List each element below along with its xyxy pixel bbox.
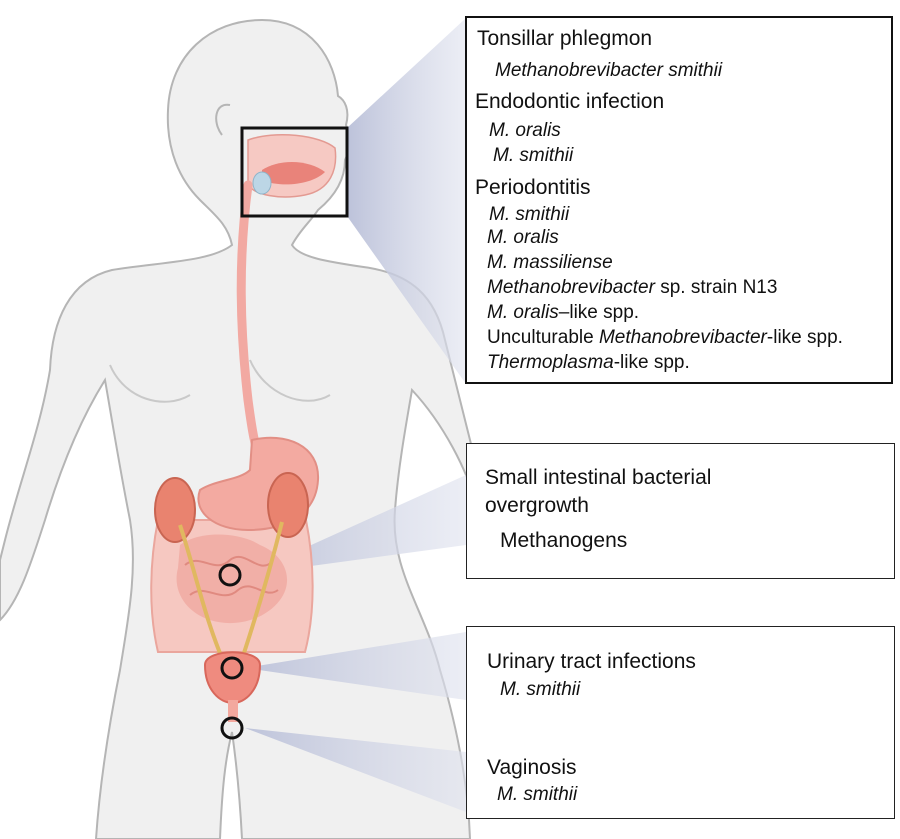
periodontitis-organism: M. oralis–like spp. bbox=[487, 302, 640, 323]
ureter-right bbox=[238, 521, 284, 666]
endodontic-organism: M. oralis bbox=[489, 120, 561, 141]
endodontic-organism: M. smithii bbox=[493, 145, 574, 166]
endodontic-heading: Endodontic infection bbox=[475, 90, 665, 113]
periodontitis-organism: M. massiliense bbox=[487, 252, 613, 273]
ureter-left bbox=[178, 524, 227, 666]
periodontitis-organism: M. smithii bbox=[489, 204, 570, 225]
callout-wedge bbox=[347, 18, 466, 384]
body-silhouette bbox=[0, 18, 481, 839]
tonsillar-heading: Tonsillar phlegmon bbox=[477, 27, 653, 50]
periodontitis-organism: Methanobrevibacter sp. strain N13 bbox=[487, 277, 778, 298]
callout-wedge bbox=[245, 632, 466, 700]
periodontitis-organism: Thermoplasma-like spp. bbox=[487, 352, 690, 373]
vaginosis-organism: M. smithii bbox=[497, 784, 578, 805]
tonsillar-organism: Methanobrevibacter smithii bbox=[495, 60, 723, 81]
right-kidney bbox=[267, 472, 309, 538]
pharynx bbox=[252, 171, 272, 195]
periodontitis-heading: Periodontitis bbox=[475, 176, 591, 199]
vaginosis-heading: Vaginosis bbox=[487, 756, 577, 779]
sibo-heading: Small intestinal bacterial bbox=[485, 466, 712, 489]
oral-infections-panel: Tonsillar phlegmon Methanobrevibacter sm… bbox=[465, 16, 893, 384]
urethra bbox=[228, 700, 238, 722]
periodontitis-organism: M. oralis bbox=[487, 227, 559, 248]
chest-contour bbox=[249, 359, 331, 402]
sibo-heading: overgrowth bbox=[485, 494, 589, 517]
oral-highlight-box bbox=[240, 126, 349, 218]
intestine-loops bbox=[184, 555, 279, 597]
small-intestine-marker bbox=[218, 563, 242, 587]
sibo-panel: Small intestinal bacterial overgrowth Me… bbox=[466, 443, 895, 579]
periodontitis-organism: Unculturable Methanobrevibacter-like spp… bbox=[487, 327, 843, 348]
uti-heading: Urinary tract infections bbox=[487, 650, 696, 673]
bladder-marker bbox=[220, 656, 244, 680]
urogenital-panel: Urinary tract infections M. smithii Vagi… bbox=[466, 626, 895, 819]
tongue bbox=[262, 161, 325, 185]
chest-contour bbox=[109, 364, 191, 403]
ear-outline bbox=[215, 103, 231, 136]
left-kidney bbox=[154, 477, 196, 543]
vaginal-marker bbox=[220, 716, 244, 740]
sibo-organism: Methanogens bbox=[500, 529, 628, 552]
callout-wedge bbox=[245, 728, 466, 812]
uti-organism: M. smithii bbox=[500, 679, 581, 700]
